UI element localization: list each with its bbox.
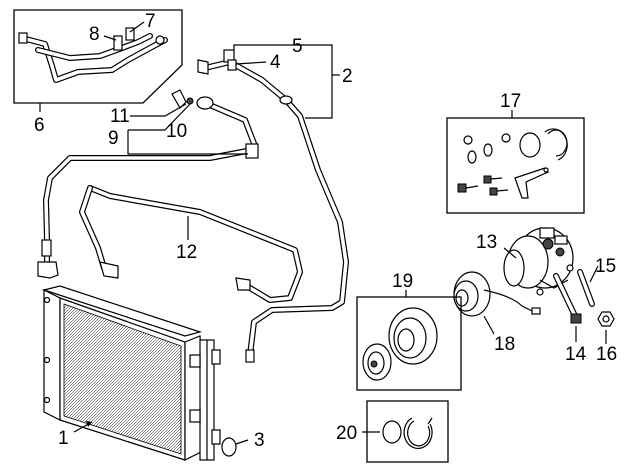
part-1-condenser: [41, 285, 221, 461]
part-12-line: [79, 185, 303, 303]
part-16-nut: [597, 311, 615, 327]
part-17-kit-box: [446, 117, 585, 214]
callout-20: 20: [336, 423, 357, 444]
bolt-icon: [457, 183, 479, 193]
callout-16: 16: [596, 344, 617, 365]
part-19-clutch-box: [356, 296, 462, 391]
callout-17: 17: [500, 91, 521, 112]
callout-10: 10: [166, 121, 187, 142]
callout-labels: 1 2 3 4 5 6 7 8 9 10 11 12 13 14 15 16 1…: [34, 11, 617, 451]
callout-11: 11: [110, 106, 130, 127]
part-9-liquid-line: [37, 89, 259, 279]
part-6-detail-box: [13, 9, 183, 104]
callout-12: 12: [176, 242, 197, 263]
callout-6: 6: [34, 115, 45, 136]
callout-15: 15: [595, 256, 616, 277]
callout-1: 1: [58, 428, 69, 449]
part-3-o-ring: [221, 437, 237, 457]
part-15-stud: [577, 269, 595, 307]
part-14-bolt: [553, 273, 582, 324]
callout-19: 19: [392, 271, 413, 292]
leader-lines: [39, 21, 607, 445]
part-2-line: [197, 49, 349, 363]
callout-4: 4: [270, 52, 281, 73]
callout-18: 18: [494, 334, 515, 355]
callout-7: 7: [145, 11, 156, 32]
callout-13: 13: [476, 232, 497, 253]
part-13-compressor: [503, 227, 574, 296]
callout-5: 5: [292, 36, 303, 57]
callout-3: 3: [254, 430, 265, 451]
callout-8: 8: [89, 24, 100, 45]
part-18-clutch-pulley: [453, 271, 541, 317]
callout-9: 9: [108, 128, 119, 149]
callout-14: 14: [565, 344, 587, 365]
callout-2: 2: [342, 66, 353, 87]
